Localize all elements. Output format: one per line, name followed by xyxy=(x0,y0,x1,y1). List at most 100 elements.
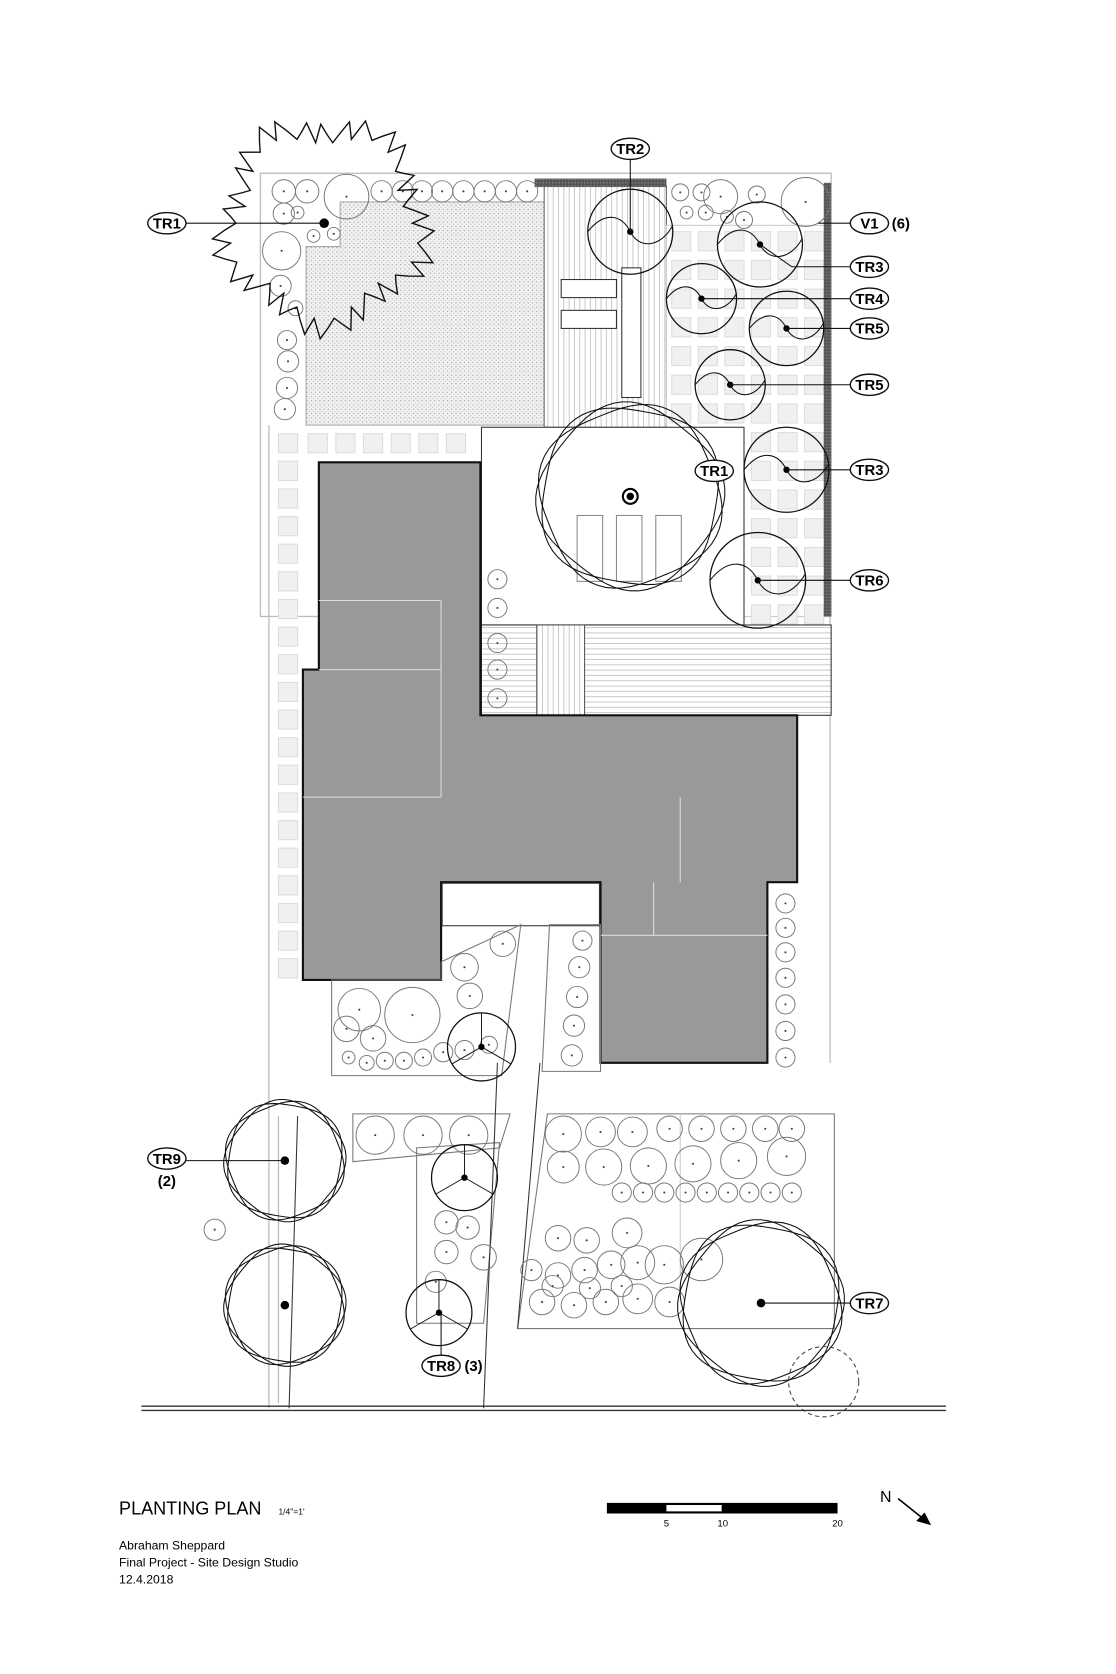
scale-tick: 10 xyxy=(717,1518,728,1529)
shrub xyxy=(578,1277,601,1300)
shrub-center xyxy=(402,1059,405,1062)
paver xyxy=(335,433,356,454)
shrub-outline xyxy=(203,1218,226,1241)
shrub-center xyxy=(556,1237,560,1240)
shrub-center xyxy=(467,1134,470,1137)
shrub-center xyxy=(704,211,707,214)
shrub-outline xyxy=(679,205,694,220)
shrub-outline xyxy=(656,1115,683,1142)
tag-label: TR7 xyxy=(855,1296,883,1312)
shrub-center xyxy=(588,1287,591,1290)
shrub-center xyxy=(496,578,499,581)
shrub-center xyxy=(576,995,579,999)
shrub xyxy=(585,1116,616,1148)
shrub xyxy=(276,330,298,351)
shrub-outline xyxy=(775,942,796,963)
shrub-outline xyxy=(449,1115,489,1155)
tree-canopy-outline xyxy=(535,401,726,592)
paver xyxy=(671,374,692,395)
shrub xyxy=(403,1115,443,1155)
shrub-outline xyxy=(775,1047,796,1068)
shrub-outline xyxy=(674,1145,712,1183)
shrub xyxy=(323,173,370,220)
shrub-center xyxy=(496,697,499,700)
tag-label: TR1 xyxy=(153,217,181,233)
shrub-outline xyxy=(747,185,766,204)
shrub-center xyxy=(496,641,499,645)
shrub xyxy=(494,180,518,203)
porch xyxy=(441,882,600,927)
shrub-center xyxy=(705,1191,708,1194)
lawn-area xyxy=(305,201,545,426)
tree-canopy-outline xyxy=(682,1224,840,1382)
shrub xyxy=(739,1182,760,1203)
shrub xyxy=(456,982,484,1010)
shrub-center xyxy=(462,190,465,193)
north-arrow: N xyxy=(880,1489,932,1526)
shrub-center xyxy=(663,1191,666,1194)
shrub-center xyxy=(784,902,787,905)
shrub-outline xyxy=(546,1150,580,1184)
shrub-center xyxy=(411,1013,414,1017)
paver xyxy=(277,875,299,896)
shrub-outline xyxy=(544,1115,582,1153)
shrub-center xyxy=(790,1127,793,1130)
shrub-center xyxy=(441,190,444,193)
tag-tr9: TR9(2) xyxy=(147,1147,187,1190)
shrub-outline xyxy=(592,1288,620,1316)
tag-label: TR2 xyxy=(616,142,644,158)
shrub xyxy=(269,274,292,298)
shrub-outline xyxy=(735,211,753,229)
tag-tr4: TR4 xyxy=(849,287,890,310)
shrub-outline xyxy=(487,632,508,654)
paver xyxy=(724,317,745,338)
shrub xyxy=(544,1224,572,1252)
shrub xyxy=(544,1262,572,1289)
shrub-outline xyxy=(489,930,516,958)
paver xyxy=(777,403,798,424)
shrub xyxy=(778,1115,806,1142)
shrub-outline xyxy=(454,1040,475,1061)
shrub xyxy=(760,1182,781,1203)
shrub-center xyxy=(719,195,722,198)
shrub-outline xyxy=(276,330,298,351)
shrub-center xyxy=(585,1239,588,1242)
shrub-outline xyxy=(573,1227,600,1254)
tree-canopy-outline xyxy=(679,1221,843,1385)
shrub xyxy=(272,202,295,225)
shrub xyxy=(271,179,296,204)
shrub-center xyxy=(784,951,787,954)
shrub xyxy=(431,180,454,203)
tag-tr7: TR7 xyxy=(849,1291,890,1315)
shrub-outline xyxy=(355,1115,395,1155)
shrub xyxy=(455,1215,480,1240)
shrub-center xyxy=(784,1029,787,1033)
shrub xyxy=(775,994,796,1015)
shrub-outline xyxy=(487,569,508,590)
drawing-title: PLANTING PLAN xyxy=(119,1499,261,1519)
shrub-outline xyxy=(544,1224,572,1252)
shrub-center xyxy=(784,976,787,979)
paver xyxy=(277,709,299,730)
tree-canopy-outline xyxy=(223,1243,347,1367)
shrub xyxy=(203,1218,226,1241)
title-block: PLANTING PLAN 1/4"=1' Abraham Sheppard F… xyxy=(119,1499,305,1587)
shrub-center xyxy=(285,339,289,342)
shrub-outline xyxy=(276,350,300,373)
tree-tr8 xyxy=(446,1012,517,1082)
tree-trunk xyxy=(435,1309,443,1316)
shrub-center xyxy=(468,994,471,997)
shrub-center xyxy=(551,1284,554,1288)
shrub-center xyxy=(496,606,499,610)
tree-tr7 xyxy=(677,1219,845,1387)
shrub-center xyxy=(578,966,581,969)
shrub-center xyxy=(602,1165,605,1169)
paver xyxy=(777,604,798,625)
shrub xyxy=(679,205,694,220)
shrub xyxy=(679,1237,724,1282)
paver xyxy=(750,259,772,281)
tag-label: TR1 xyxy=(700,464,728,480)
shrub-center xyxy=(279,284,282,287)
shrub-center xyxy=(631,1130,634,1134)
